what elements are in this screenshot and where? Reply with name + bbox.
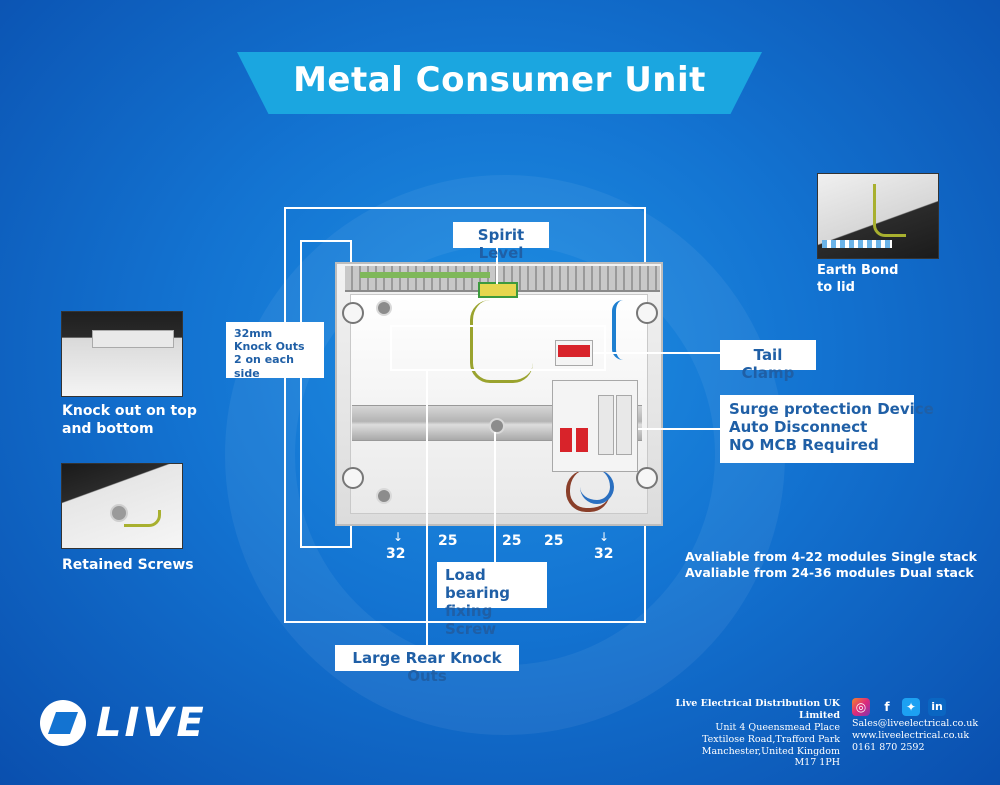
earth-bond-line-2: to lid [817, 279, 855, 295]
rear-knockout-frame [390, 325, 606, 371]
page-title: Metal Consumer Unit [293, 60, 706, 100]
switch-red-2 [576, 428, 588, 452]
knock-out-line-1: Knock out on top [62, 403, 197, 419]
surge-line-3: NO MCB Required [729, 436, 879, 454]
earth-bond-line-1: Earth Bond [817, 263, 899, 278]
dimension-3: 25 [502, 533, 522, 549]
caption-earth-bond: Earth Bond to lid [817, 263, 898, 297]
spirit-level-pointer [496, 246, 498, 284]
load-bearing-screw-icon [489, 418, 505, 434]
dimension-4: 25 [544, 533, 564, 549]
label-tail-clamp: Tail Clamp [720, 340, 816, 382]
availability-line-2: Avaliable from 24-36 modules Dual stack [685, 565, 974, 581]
knockout-hole-bottom-left [342, 467, 364, 489]
neutral-wire-lower [580, 470, 614, 504]
address-line-4: Manchester,United Kingdom [701, 745, 840, 757]
arrow-down-icon: ↓ [599, 530, 610, 544]
address-line-1: Live Electrical Distribution UK Limited [675, 698, 840, 721]
fixing-hole-icon [376, 488, 392, 504]
live-wire [566, 470, 610, 512]
tail-clamp-pointer [593, 352, 721, 354]
fixing-hole-top-icon [376, 300, 392, 316]
surge-line-1: Surge protection Device [729, 400, 934, 418]
knockout-hole-top-right [636, 302, 658, 324]
availability-text: Avaliable from 4-22 modules Single stack… [685, 549, 977, 582]
arrow-down-icon: ↓ [393, 530, 404, 544]
contact-website[interactable]: www.liveelectrical.co.uk [852, 729, 970, 741]
caption-knock-out-top: Knock out on top and bottom [62, 402, 197, 438]
label-spirit-level: Spirit Level [453, 222, 549, 262]
dimension-2: 25 [438, 533, 458, 549]
linkedin-icon[interactable]: in [928, 698, 946, 716]
address-line-2: Unit 4 Queensmead Place [715, 721, 840, 733]
surge-line-2: Auto Disconnect [729, 418, 868, 436]
contact-email[interactable]: Sales@liveelectrical.co.uk [852, 718, 979, 729]
photo-earth-bond [817, 173, 939, 259]
knockout-hole-bottom-right [636, 467, 658, 489]
earth-bar [360, 272, 490, 278]
load-bearing-line-1: Load bearing [445, 566, 510, 602]
facebook-icon[interactable]: f [884, 700, 890, 714]
spd-module-2 [616, 395, 632, 455]
label-load-bearing: Load bearing fixing Screw [437, 562, 547, 638]
spirit-level-icon [478, 282, 518, 298]
knock-outs-line-2: Knock Outs [234, 340, 305, 354]
knock-out-line-2: and bottom [62, 421, 154, 438]
knockout-hole-top-left [342, 302, 364, 324]
surge-pointer [638, 428, 720, 430]
company-address: Live Electrical Distribution UK Limited … [640, 698, 840, 769]
spd-module-1 [598, 395, 614, 455]
address-line-3: Textilose Road,Trafford Park [702, 733, 840, 745]
rear-knockout-pointer [426, 371, 428, 647]
knockout-lid-photo [92, 330, 174, 348]
earth-wire [470, 300, 533, 383]
dimension-5: 32 [594, 546, 614, 562]
load-bearing-pointer [494, 432, 496, 562]
instagram-icon[interactable]: ◎ [852, 698, 870, 716]
photo-knock-out-top [61, 311, 183, 397]
label-rear-knock-outs: Large Rear Knock Outs [335, 645, 519, 685]
address-line-5: M17 1PH [794, 757, 840, 769]
caption-retained-screws: Retained Screws [62, 557, 194, 573]
availability-line-1: Avaliable from 4-22 modules Single stack [685, 549, 977, 564]
earth-wire-photo [873, 184, 906, 237]
load-bearing-line-2: fixing Screw [445, 602, 497, 638]
tail-clamp-red [558, 345, 590, 357]
knock-outs-line-3: 2 on each side [234, 353, 294, 380]
switch-red-1 [560, 428, 572, 452]
contact-phone: 0161 870 2592 [852, 741, 925, 753]
label-surge-protection: Surge protection Device Auto Disconnect … [720, 395, 934, 463]
twitter-icon[interactable]: ✦ [902, 698, 920, 716]
neutral-wire [612, 300, 634, 360]
terminal-strip-photo [822, 240, 892, 248]
brand-logo-text: LIVE [96, 700, 207, 746]
knock-outs-line-1: 32mm [234, 327, 273, 340]
dimension-1: 32 [386, 546, 406, 562]
photo-retained-screws [61, 463, 183, 549]
title-banner [237, 52, 762, 114]
label-knock-outs-side: 32mm Knock Outs 2 on each side [226, 322, 324, 380]
earth-wire-photo-2 [124, 510, 161, 527]
company-contact: Sales@liveelectrical.co.uk www.liveelect… [852, 718, 978, 754]
